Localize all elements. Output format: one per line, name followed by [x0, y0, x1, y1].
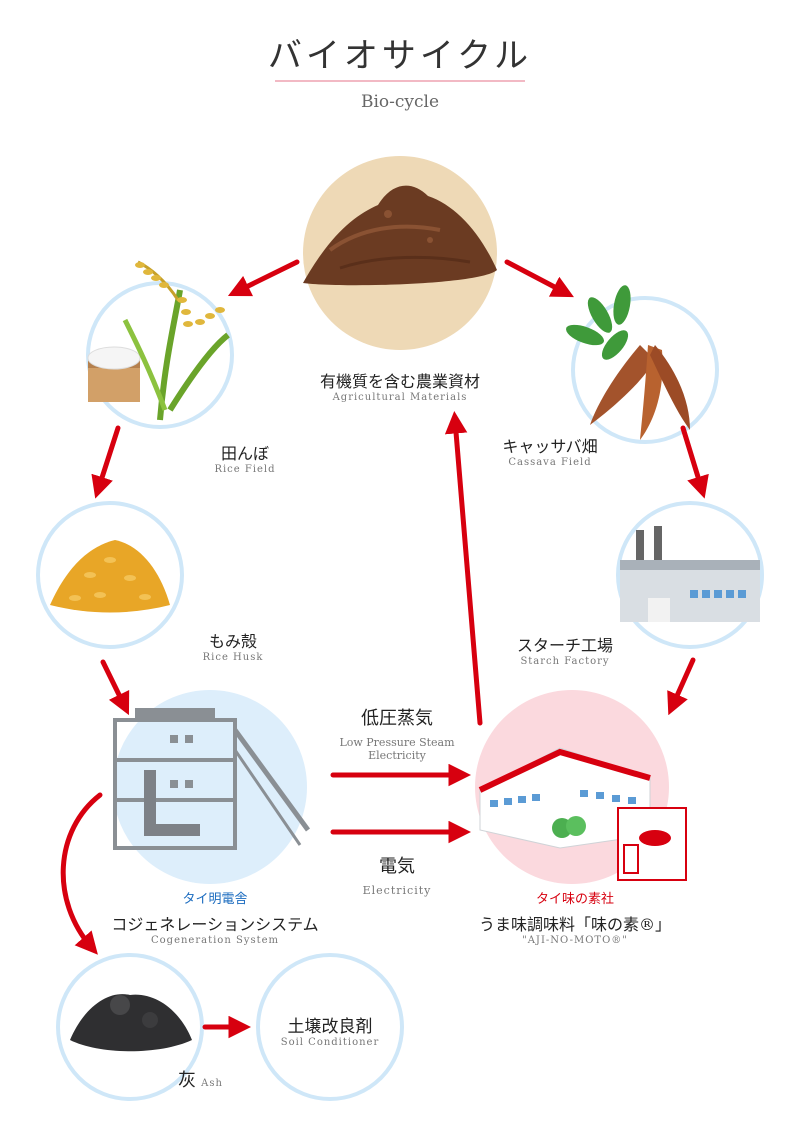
rice-husk-circle [36, 501, 184, 649]
husk-label: もみ殻 Rice Husk [168, 628, 298, 663]
soil-label: 土壌改良剤 Soil Conditioner [262, 1012, 398, 1048]
starch-label-jp: スターチ工場 [516, 636, 613, 655]
rice-field-label: 田んぼ Rice Field [180, 440, 310, 475]
power-label-jp: 電気 [379, 856, 415, 877]
starch-label-en: Starch Factory [520, 656, 610, 667]
rice-field-label-jp: 田んぼ [220, 444, 269, 463]
husk-label-en: Rice Husk [202, 652, 264, 663]
cassava-label-en: Cassava Field [508, 457, 592, 468]
page-subtitle: Bio-cycle [360, 92, 440, 112]
agri-label-jp: 有機質を含む農業資材 [319, 372, 480, 391]
ajinomoto-label-jp: うま味調味料「味の素®」 [478, 915, 671, 934]
cogen-label-en: Cogeneration System [151, 935, 279, 946]
arrow-cassava-to-starch [680, 425, 709, 499]
steam-label-en: Low Pressure Steam [339, 736, 455, 749]
ash-label: 灰 Ash [178, 1066, 223, 1092]
cassava-field-circle [566, 285, 719, 444]
cassava-label: キャッサバ畑 Cassava Field [480, 433, 620, 468]
steam-flow-label: 低圧蒸気 Low Pressure Steam Electricity [322, 704, 472, 762]
arrow-starch-to-ajinomoto [667, 657, 696, 716]
arrow-cogen-to-ash [60, 792, 103, 955]
power-label-en: Electricity [362, 884, 432, 897]
cogen-label-jp: コジェネレーションシステム [111, 915, 319, 934]
arrow-ajinomoto-to-agri [444, 411, 483, 726]
cogen-company: タイ明電舎 [182, 892, 248, 907]
agri-label-en: Agricultural Materials [332, 392, 468, 403]
starch-factory-circle [616, 501, 764, 649]
ajinomoto-company: タイ味の素社 [535, 892, 614, 907]
page-title: バイオサイクル [267, 36, 533, 76]
ajinomoto-circle [475, 690, 687, 884]
ajinomoto-label: タイ味の素社 うま味調味料「味の素®」 "AJI-NO-MOTO®" [455, 888, 695, 946]
starch-label: スターチ工場 Starch Factory [490, 632, 640, 667]
agri-label: 有機質を含む農業資材 Agricultural Materials [280, 368, 520, 403]
rice-field-circle [86, 260, 234, 429]
cogeneration-circle [113, 690, 311, 884]
agricultural-materials-circle [303, 156, 497, 350]
arrow-husk-to-cogen [100, 659, 130, 716]
cassava-label-jp: キャッサバ畑 [502, 437, 598, 456]
ajinomoto-label-en: "AJI-NO-MOTO®" [522, 935, 628, 946]
arrow-rice-to-husk [91, 425, 121, 499]
title-underline [275, 80, 525, 82]
husk-label-jp: もみ殻 [208, 632, 257, 651]
soil-label-jp: 土壌改良剤 [287, 1017, 373, 1037]
ash-label-jp: 灰 [178, 1070, 196, 1091]
cogen-label: タイ明電舎 コジェネレーションシステム Cogeneration System [95, 888, 335, 946]
ash-label-en: Ash [201, 1078, 223, 1089]
soil-label-en: Soil Conditioner [280, 1037, 380, 1048]
steam-electricity-label-en: Electricity [368, 749, 426, 762]
arrow-agri-to-rice [227, 259, 300, 297]
power-flow-label: 電気 Electricity [322, 852, 472, 897]
steam-label-jp: 低圧蒸気 [361, 708, 433, 729]
ash-circle [56, 953, 204, 1101]
rice-field-label-en: Rice Field [214, 464, 276, 475]
arrow-agri-to-cassava [504, 259, 574, 298]
soil-conditioner-circle [256, 953, 404, 1101]
